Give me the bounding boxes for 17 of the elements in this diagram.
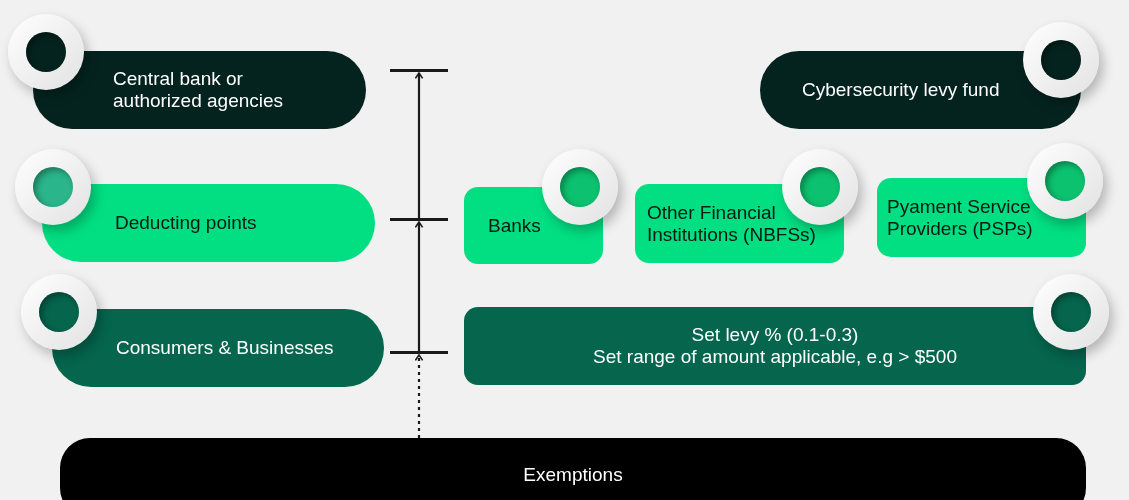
label-pill [60,438,1086,500]
node-text: Consumers & Businesses [116,337,335,359]
tick-bar [390,218,448,221]
node-text: Cybersecurity levy fund [802,79,1001,101]
node-text: Deducting points [115,212,258,234]
arrow [414,72,424,218]
tick-bar [390,351,448,354]
arrow [414,354,424,438]
node-text: Other Financial Institutions (NBFSs) [647,201,817,246]
node-text: Set levy % (0.1-0.3) [691,324,859,346]
node-text: Banks [488,214,542,237]
node-text: Exemptions [523,464,623,486]
arrow [414,221,424,351]
tick-bar [390,69,448,72]
node-text: Pyament Service Providers (PSPs) [887,195,1034,240]
node-text: Set range of amount applicable, e.g > $500 [593,346,957,368]
node-text: Central bank or authorized agencies [113,68,285,112]
